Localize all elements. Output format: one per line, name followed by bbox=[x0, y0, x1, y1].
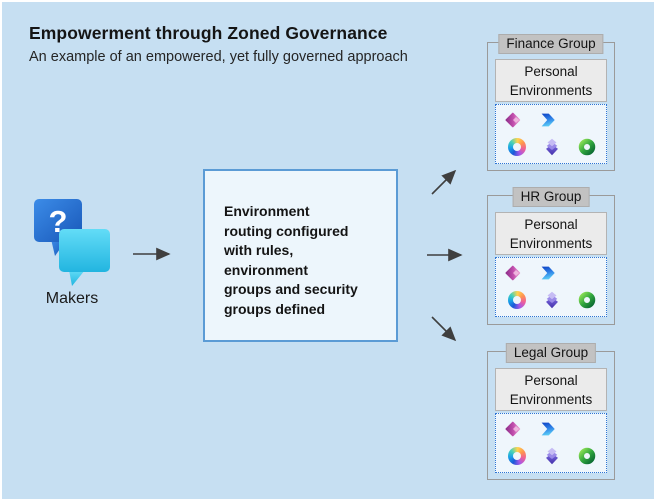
personal-environments-label: Personal Environments bbox=[495, 212, 607, 255]
power-apps-icon bbox=[504, 111, 522, 129]
personal-environments-label: Personal Environments bbox=[495, 59, 607, 102]
page-title: Empowerment through Zoned Governance bbox=[29, 23, 388, 43]
copilot-icon bbox=[508, 138, 526, 156]
group-finance-title: Finance Group bbox=[498, 34, 604, 54]
makers-figure: ? Makers bbox=[26, 196, 118, 308]
power-pages-icon bbox=[543, 138, 561, 156]
routing-box-text: Environment routing configured with rule… bbox=[224, 203, 358, 317]
power-automate-icon bbox=[539, 264, 557, 282]
page-subtitle: An example of an empowered, yet fully go… bbox=[29, 49, 408, 65]
personal-environments-apps bbox=[495, 413, 607, 473]
routing-box: Environment routing configured with rule… bbox=[203, 169, 398, 342]
group-finance: Finance Group Personal Environments bbox=[487, 34, 615, 171]
dataverse-icon bbox=[578, 138, 596, 156]
power-pages-icon bbox=[543, 447, 561, 465]
dataverse-icon bbox=[578, 447, 596, 465]
power-apps-icon bbox=[504, 264, 522, 282]
power-apps-icon bbox=[504, 420, 522, 438]
dataverse-icon bbox=[578, 291, 596, 309]
power-automate-icon bbox=[539, 111, 557, 129]
personal-environments-apps bbox=[495, 104, 607, 164]
group-legal: Legal Group Personal Environments bbox=[487, 343, 615, 480]
group-hr: HR Group Personal Environments bbox=[487, 187, 615, 325]
makers-label: Makers bbox=[45, 290, 99, 307]
chat-bubbles-question-icon: ? bbox=[34, 199, 110, 286]
power-automate-icon bbox=[539, 420, 557, 438]
copilot-icon bbox=[508, 291, 526, 309]
copilot-icon bbox=[508, 447, 526, 465]
personal-environments-label: Personal Environments bbox=[495, 368, 607, 411]
personal-environments-apps bbox=[495, 257, 607, 317]
power-pages-icon bbox=[543, 291, 561, 309]
group-hr-title: HR Group bbox=[512, 187, 590, 207]
group-legal-title: Legal Group bbox=[505, 343, 597, 363]
